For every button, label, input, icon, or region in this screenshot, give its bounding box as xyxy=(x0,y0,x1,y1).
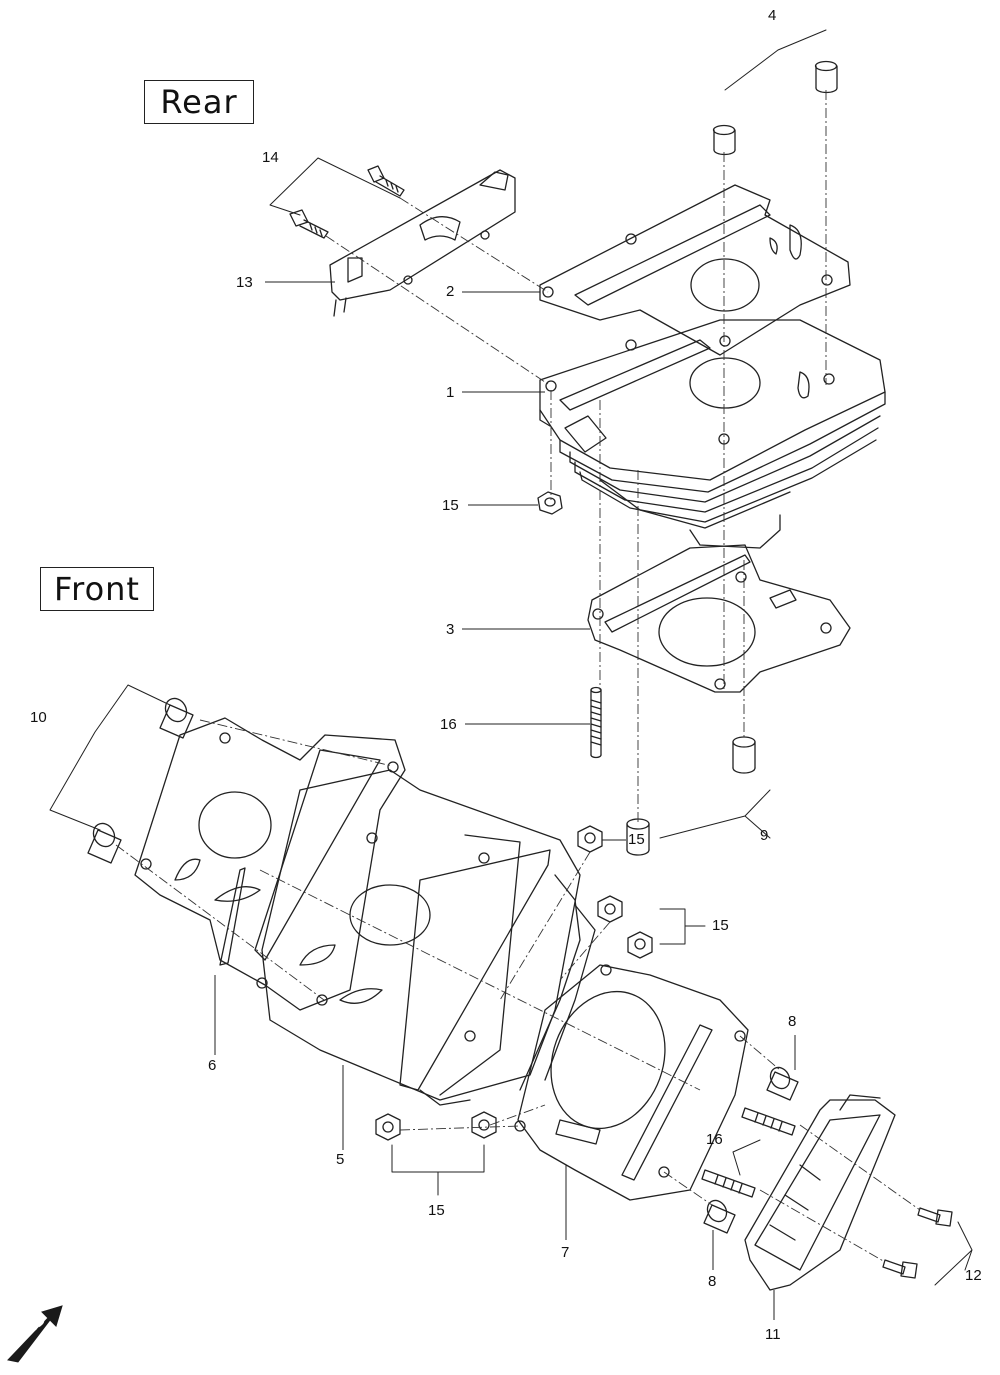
fwd-arrow-icon xyxy=(7,1305,63,1363)
callout-9: 9 xyxy=(760,827,769,844)
callout-4: 4 xyxy=(768,7,777,24)
front-view-label: Front xyxy=(40,567,154,611)
callout-5: 5 xyxy=(336,1151,345,1168)
cylinder-block-1 xyxy=(539,319,886,549)
callout-12: 12 xyxy=(965,1267,982,1284)
callout-13: 13 xyxy=(236,274,253,291)
stud-16-b xyxy=(701,1169,756,1198)
dowel-pin-8-a xyxy=(766,1066,799,1101)
callout-15-center: 15 xyxy=(628,831,645,848)
callout-8-upper: 8 xyxy=(788,1013,797,1030)
bolt-rear-2 xyxy=(289,209,329,239)
chain-guide-13 xyxy=(329,169,516,317)
nut-15-rear xyxy=(537,491,563,515)
callout-3: 3 xyxy=(446,621,455,638)
dowel-pin-rear-2 xyxy=(712,124,736,156)
callout-16-lower: 16 xyxy=(706,1131,723,1148)
gasket-2 xyxy=(539,184,851,356)
dowel-pin-rear-1 xyxy=(814,60,838,94)
callout-8-lower: 8 xyxy=(708,1273,717,1290)
callout-15-rear: 15 xyxy=(442,497,459,514)
base-gasket-7 xyxy=(514,964,749,1201)
rear-view-label: Rear xyxy=(144,80,254,124)
callout-1: 1 xyxy=(446,384,455,401)
callout-15-lower: 15 xyxy=(428,1202,445,1219)
bolt-rear-1 xyxy=(367,165,405,197)
dowel-pin-8-b xyxy=(703,1199,736,1234)
dowel-pin-9-a xyxy=(732,736,756,774)
callout-6: 6 xyxy=(208,1057,217,1074)
cylinder-block-5 xyxy=(261,769,596,1106)
bolt-12-a xyxy=(917,1207,953,1227)
callout-15-pair: 15 xyxy=(712,917,729,934)
callout-11: 11 xyxy=(765,1326,781,1343)
stud-16-upper xyxy=(590,686,602,759)
callout-10: 10 xyxy=(30,709,47,726)
nut-15-b xyxy=(597,895,623,923)
nut-15-a xyxy=(577,825,603,853)
callout-7: 7 xyxy=(561,1244,570,1261)
dowel-pin-10-b xyxy=(87,822,122,864)
gasket-6 xyxy=(134,717,406,1011)
nut-15-c xyxy=(627,931,653,959)
nut-15-e xyxy=(471,1111,497,1139)
stud-16-a xyxy=(741,1107,796,1136)
callout-2: 2 xyxy=(446,283,455,300)
nut-15-d xyxy=(375,1113,401,1141)
callout-16-upper: 16 xyxy=(440,716,457,733)
bolt-12-b xyxy=(882,1259,918,1279)
chain-guide-11 xyxy=(744,1094,896,1291)
base-gasket-3 xyxy=(587,544,851,693)
dowel-pin-10-a xyxy=(159,697,194,739)
callout-14: 14 xyxy=(262,149,279,166)
